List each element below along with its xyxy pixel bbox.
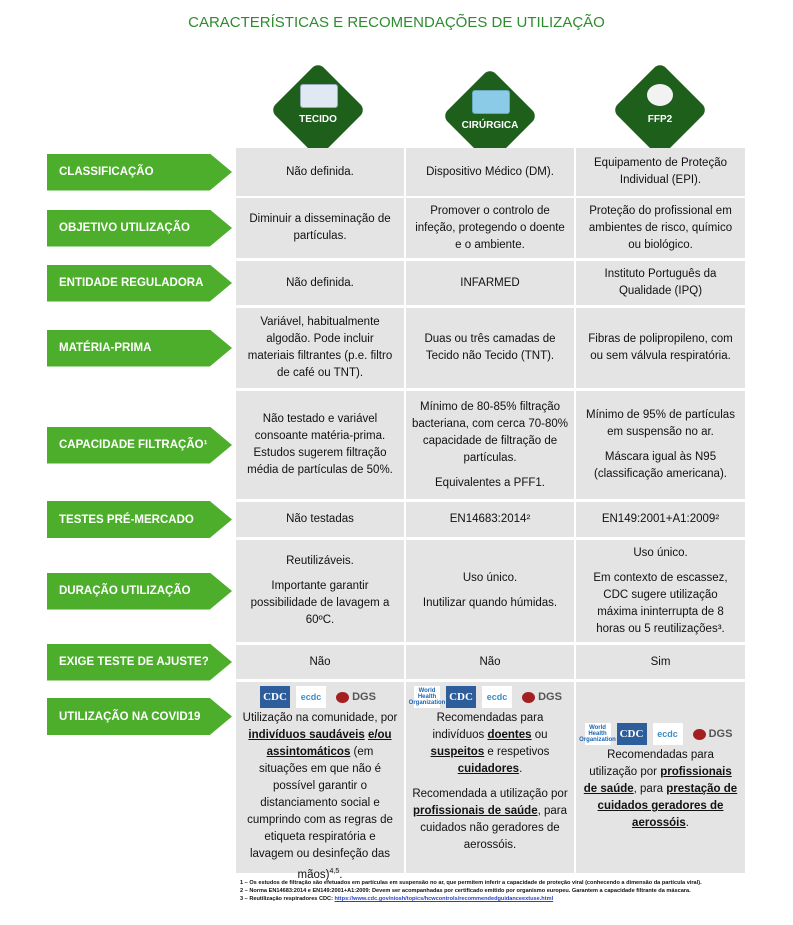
cell-tecido: CDC ecdc DGS Utilização na comunidade, p… xyxy=(236,682,404,881)
who-logo: World Health Organization xyxy=(579,723,616,745)
cell-ffp2: Uso único. Em contexto de escassez, CDC s… xyxy=(576,540,745,642)
footnote-3: 3 – Reutilização respiradores CDC: https… xyxy=(240,896,554,902)
table-row: OBJETIVO UTILIZAÇÃO Diminuir a disseminaç… xyxy=(0,198,793,258)
cdc-logo: CDC xyxy=(260,686,290,708)
table-row: DURAÇÃO UTILIZAÇÃO Reutilizáveis. Importan… xyxy=(0,540,793,642)
cell-ffp2: Equipamento de Proteção Individual (EPI)… xyxy=(576,148,745,196)
cell-text: Máscara igual às N95 (classificação amer… xyxy=(594,451,727,480)
row-label: UTILIZAÇÃO NA COVID19 xyxy=(47,698,232,735)
cell-cirurgica: Mínimo de 80-85% filtração bacteriana, c… xyxy=(406,391,574,499)
table-row: EXIGE TESTE DE AJUSTE? Não Não Sim xyxy=(0,643,793,681)
column-header-ffp2: FFP2 xyxy=(611,61,709,159)
cell-text: Duas ou três camadas de Tecido não Tecid… xyxy=(424,333,556,362)
cell-ffp2: Proteção do profissional em ambientes de… xyxy=(576,198,745,258)
footnotes: 1 – Os estudos de filtração são efetuado… xyxy=(240,879,702,903)
cloth-mask-icon xyxy=(300,84,338,108)
who-logo: World Health Organization xyxy=(408,686,446,708)
cell-text: Fibras de polipropileno, com ou sem válv… xyxy=(588,333,733,362)
cell-cirurgica: Uso único. Inutilizar quando húmidas. xyxy=(406,540,574,642)
cdc-logo: CDC xyxy=(616,723,647,745)
row-label: ENTIDADE REGULADORA xyxy=(47,264,232,302)
row-label: CAPACIDADE FILTRAÇÃO¹ xyxy=(47,426,232,464)
cell-text: Mínimo de 95% de partículas em suspensão… xyxy=(586,409,735,438)
cell-cirurgica: World Health Organization CDC ecdc DGS R… xyxy=(406,682,574,873)
cell-text: Diminuir a disseminação de partículas. xyxy=(249,213,391,242)
cell-cirurgica: INFARMED xyxy=(406,261,574,305)
cell-text: Equivalentes a PFF1. xyxy=(435,476,545,489)
cell-text: Uso único. xyxy=(462,572,518,584)
cell-text: EN149:2001+A1:2009² xyxy=(601,513,720,525)
row-utilizacao-covid19: UTILIZAÇÃO NA COVID19 CDC ecdc DGS Utili… xyxy=(0,682,793,881)
cell-text: Instituto Português da Qualidade (IPQ) xyxy=(604,268,717,297)
row-label: OBJETIVO UTILIZAÇÃO xyxy=(47,209,232,247)
row-label: EXIGE TESTE DE AJUSTE? xyxy=(47,643,232,681)
cell-tecido: Variável, habitualmente algodão. Pode in… xyxy=(236,308,404,388)
cell-text: Em contexto de escassez, CDC sugere util… xyxy=(593,571,728,635)
ffp2-respirator-icon xyxy=(647,84,673,106)
cell-text: Não testadas xyxy=(286,513,354,525)
table-row: MATÉRIA-PRIMA Variável, habitualmente alg… xyxy=(0,308,793,388)
row-label: CLASSIFICAÇÃO xyxy=(47,153,232,191)
row-label: MATÉRIA-PRIMA xyxy=(47,329,232,367)
cell-tecido: Não testadas xyxy=(236,502,404,537)
cell-text: Não definida. xyxy=(286,165,354,178)
cell-text: EN14683:2014² xyxy=(449,513,531,525)
cell-ffp2: Fibras de polipropileno, com ou sem válv… xyxy=(576,308,745,388)
table-row: TESTES PRÉ-MERCADO Não testadas EN14683:20… xyxy=(0,501,793,538)
cell-text: Não xyxy=(479,655,501,668)
cell-text: Mínimo de 80-85% filtração bacteriana, c… xyxy=(412,400,568,464)
table-row: CLASSIFICAÇÃO Não definida. Dispositivo Mé… xyxy=(0,148,793,196)
cell-cirurgica: Promover o controlo de infeção, protegen… xyxy=(406,198,574,258)
cell-text: Inutilizar quando húmidas. xyxy=(422,597,558,609)
footnote-1: 1 – Os estudos de filtração são efetuado… xyxy=(240,880,702,886)
row-label: TESTES PRÉ-MERCADO xyxy=(47,501,232,538)
ecdc-logo: ecdc xyxy=(296,686,326,708)
cell-tecido: Não xyxy=(236,645,404,679)
dgs-logo: DGS xyxy=(689,723,737,745)
cell-tecido: Não testado e variável consoante matéria… xyxy=(236,391,404,499)
ecdc-logo: ecdc xyxy=(482,686,512,708)
column-header-cirurgica: CIRÚRGICA xyxy=(441,67,539,165)
cell-text: Proteção do profissional em ambientes de… xyxy=(588,204,733,251)
cell-text: Não testado e variável consoante matéria… xyxy=(247,413,393,476)
page-title: CARACTERÍSTICAS E RECOMENDAÇÕES DE UTILI… xyxy=(188,14,605,31)
cell-text: Promover o controlo de infeção, protegen… xyxy=(415,204,565,251)
cell-text: INFARMED xyxy=(460,276,520,289)
cell-tecido: Não definida. xyxy=(236,148,404,196)
dgs-logo: DGS xyxy=(518,686,566,708)
cdc-link[interactable]: https://www.cdc.gov/niosh/topics/hcwcont… xyxy=(334,896,554,902)
cell-tecido: Reutilizáveis. Importante garantir possib… xyxy=(236,540,404,642)
cell-text: Uso único. xyxy=(633,546,688,559)
cell-text: Sim xyxy=(650,655,671,668)
cell-ffp2: Sim xyxy=(576,645,745,679)
surgical-mask-icon xyxy=(472,90,510,114)
cell-tecido: Diminuir a disseminação de partículas. xyxy=(236,198,404,258)
dgs-logo: DGS xyxy=(332,686,380,708)
cell-cirurgica: Duas ou três camadas de Tecido não Tecid… xyxy=(406,308,574,388)
table-row: ENTIDADE REGULADORA Não definida. INFARMED… xyxy=(0,261,793,305)
ecdc-logo: ecdc xyxy=(652,723,683,745)
cell-tecido: Não definida. xyxy=(236,261,404,305)
cell-ffp2: Mínimo de 95% de partículas em suspensão… xyxy=(576,391,745,499)
cell-cirurgica: Dispositivo Médico (DM). xyxy=(406,148,574,196)
cdc-logo: CDC xyxy=(446,686,476,708)
footnote-2: 2 – Norma EN14683:2014 e EN149:2001+A1:2… xyxy=(240,888,691,894)
cell-text: Dispositivo Médico (DM). xyxy=(426,165,554,178)
cell-ffp2: World Health Organization CDC ecdc DGS R… xyxy=(576,682,745,873)
row-label: DURAÇÃO UTILIZAÇÃO xyxy=(47,572,232,610)
cell-text: Equipamento de Proteção Individual (EPI)… xyxy=(594,157,727,186)
cell-text: Não definida. xyxy=(286,276,354,289)
cell-text: Importante garantir possibilidade de lav… xyxy=(250,580,390,626)
cell-cirurgica: Não xyxy=(406,645,574,679)
cell-text: Não xyxy=(309,655,331,668)
column-header-tecido: TECIDO xyxy=(269,61,367,159)
cell-text: Variável, habitualmente algodão. Pode in… xyxy=(247,316,393,379)
cell-ffp2: EN149:2001+A1:2009² xyxy=(576,502,745,537)
cell-text: Reutilizáveis. xyxy=(286,555,354,567)
cell-cirurgica: EN14683:2014² xyxy=(406,502,574,537)
cell-ffp2: Instituto Português da Qualidade (IPQ) xyxy=(576,261,745,305)
table-row: CAPACIDADE FILTRAÇÃO¹ Não testado e variá… xyxy=(0,391,793,499)
